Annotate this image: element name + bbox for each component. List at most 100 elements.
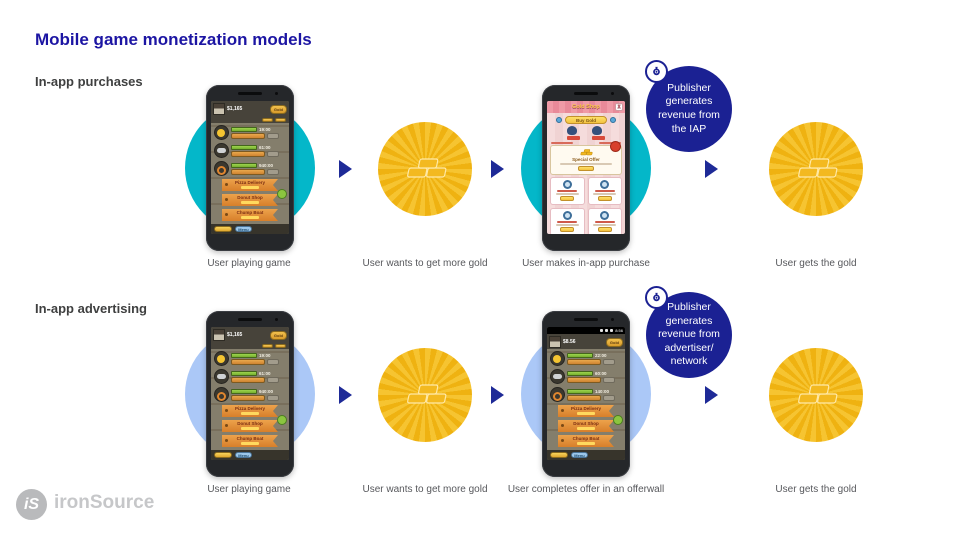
arrow-icon	[491, 160, 504, 178]
pack-grid	[550, 177, 622, 234]
bridge-icon	[214, 161, 229, 176]
caption: User playing game	[207, 484, 291, 495]
buy-chip	[603, 376, 615, 383]
ribbon-label: Pizza Delivery	[234, 180, 266, 185]
ribbon-label: Pizza Delivery	[570, 406, 602, 411]
arrow-icon	[705, 386, 718, 404]
gold-button: Gold	[605, 337, 623, 347]
status-icon	[600, 329, 604, 332]
money-counter: $1,165	[227, 332, 243, 338]
special-offer-card: Special Offer	[550, 141, 622, 175]
gold-bars-icon	[378, 348, 472, 442]
game-footer: Menu	[211, 450, 289, 460]
timer-bar	[567, 394, 601, 401]
iap-pack-card	[587, 177, 622, 205]
resource-value: 22:00	[595, 352, 607, 358]
progress-bar	[231, 370, 257, 376]
ribbon-label: Chump Boat	[236, 210, 264, 215]
gold-ingots	[407, 384, 447, 404]
phone-camera	[275, 318, 278, 321]
bridge-icon	[550, 387, 565, 402]
frog-mascot	[277, 415, 287, 425]
row-label-in-app-advertising: In-app advertising	[35, 301, 147, 316]
phone-game-1: $1,165 Gold 19:00 61:00	[206, 85, 294, 251]
caption: User gets the gold	[775, 484, 857, 495]
money-counter: $1,165	[227, 106, 243, 112]
timer-bar	[231, 132, 265, 139]
ribbon-amount	[577, 427, 595, 430]
resource-row: 22:00	[547, 349, 625, 367]
caption: User wants to get more gold	[362, 258, 488, 269]
timer-bar	[231, 394, 265, 401]
phone-speaker	[574, 318, 598, 321]
progress-bar	[231, 144, 257, 150]
pack-buy-button	[597, 227, 612, 232]
sun-icon	[214, 351, 229, 366]
money-bag-icon	[645, 286, 668, 309]
coins-pill	[214, 226, 232, 232]
progress-bar	[231, 162, 257, 168]
money-counter: $8.56	[563, 339, 576, 345]
ribbon-label: Donut Shop	[237, 195, 263, 200]
shop-ribbon: Chump Boat	[222, 209, 278, 221]
progress-bar	[231, 126, 257, 132]
character	[592, 126, 605, 140]
buy-gold-button: Buy Gold	[565, 116, 607, 124]
android-status-bar: 8:56	[547, 327, 625, 334]
cloud-icon	[550, 369, 565, 384]
offer-buy-button	[578, 166, 594, 171]
arrow-icon	[339, 386, 352, 404]
shop-title: Gold Shop	[572, 104, 600, 110]
phone-game-2: $1,165 Gold 19:00 61:00	[206, 311, 294, 477]
caption: User makes in-app purchase	[522, 258, 650, 269]
progress-bar	[567, 370, 593, 376]
shop-ribbon: Pizza Delivery	[558, 405, 614, 417]
coins-pill	[214, 452, 232, 458]
info-dot	[556, 117, 562, 123]
timer-bar	[231, 358, 265, 365]
buy-chip	[267, 132, 279, 139]
game-screen: $1,165 Gold 19:00 61:00	[211, 101, 289, 234]
iap-pack-card	[587, 208, 622, 234]
sun-icon	[214, 125, 229, 140]
frog-mascot	[613, 415, 623, 425]
gold-button: Gold	[269, 330, 287, 340]
ribbon-amount	[577, 412, 595, 415]
iap-pack-card	[550, 208, 585, 234]
resource-row: 61:00	[211, 367, 289, 385]
ribbon-amount	[241, 442, 259, 445]
timer-bar	[567, 358, 601, 365]
clock-icon	[600, 180, 610, 189]
resource-value: 61:00	[259, 144, 271, 150]
frog-mascot	[277, 189, 287, 199]
caption: User completes offer in an offerwall	[507, 484, 665, 495]
shop-ribbon: Chump Boat	[222, 435, 278, 447]
clock-icon	[562, 180, 572, 189]
game-subheader	[211, 116, 289, 123]
resource-row: 19:00	[211, 123, 289, 141]
phone-speaker	[238, 318, 262, 321]
resource-value: 19:00	[259, 126, 271, 132]
buy-chip	[267, 394, 279, 401]
buy-chip	[603, 394, 615, 401]
ribbon-label: Donut Shop	[573, 421, 599, 426]
cloud-icon	[214, 369, 229, 384]
gold-ingots-small	[580, 149, 593, 156]
shop-ribbon: Donut Shop	[558, 420, 614, 432]
game-header: $1,165 Gold	[211, 327, 289, 342]
iap-pack-card	[550, 177, 585, 205]
arrow-icon	[491, 386, 504, 404]
ribbon-amount	[241, 186, 259, 189]
ribbon-label: Pizza Delivery	[234, 406, 266, 411]
buy-chip	[267, 168, 279, 175]
cloud-icon	[214, 143, 229, 158]
resource-row: 140:00	[547, 385, 625, 403]
shop-characters	[547, 126, 625, 140]
menu-button: Menu	[571, 452, 588, 458]
ribbon-amount	[241, 427, 259, 430]
ribbon-amount	[241, 216, 259, 219]
row-label-in-app-purchases: In-app purchases	[35, 74, 143, 89]
bridge-icon	[214, 387, 229, 402]
money-bag-icon	[645, 60, 668, 83]
progress-bar	[567, 352, 593, 358]
